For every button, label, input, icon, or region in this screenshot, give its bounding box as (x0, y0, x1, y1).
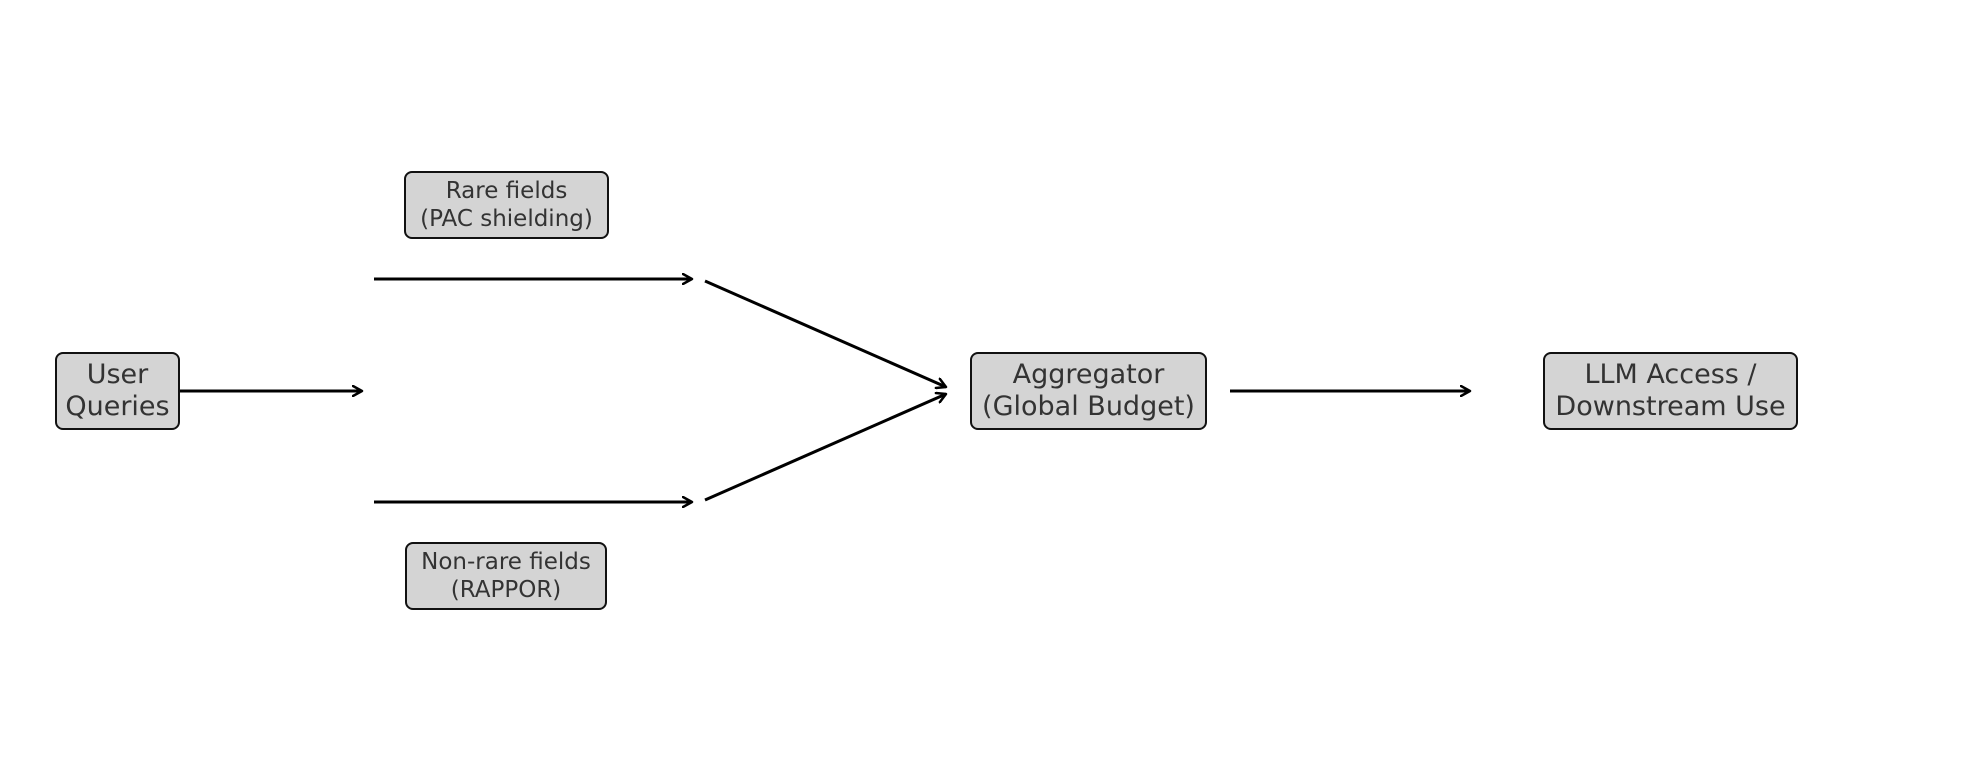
arrow-rare-to-aggregator (704, 279, 946, 387)
node-llm-access-line-1: LLM Access / (1584, 359, 1757, 390)
node-rare-fields-line-2: (PAC shielding) (420, 206, 593, 232)
node-rare-fields-line-1: Rare fields (445, 178, 568, 204)
node-rare-fields: Rare fields (PAC shielding) (404, 171, 609, 239)
node-aggregator-line-2: (Global Budget) (982, 391, 1195, 422)
node-llm-access-line-2: Downstream Use (1555, 391, 1786, 422)
node-user-queries-line-2: Queries (65, 391, 170, 422)
node-user-queries-line-1: User (86, 359, 149, 390)
arrow-nonrare-to-aggregator (704, 394, 946, 502)
node-aggregator-line-1: Aggregator (1012, 359, 1165, 390)
node-nonrare-fields-line-1: Non-rare fields (421, 549, 591, 575)
node-llm-access: LLM Access / Downstream Use (1543, 352, 1798, 430)
node-user-queries: User Queries (55, 352, 180, 430)
node-nonrare-fields: Non-rare fields (RAPPOR) (405, 542, 607, 610)
node-nonrare-fields-line-2: (RAPPOR) (450, 577, 562, 603)
node-aggregator: Aggregator (Global Budget) (970, 352, 1207, 430)
